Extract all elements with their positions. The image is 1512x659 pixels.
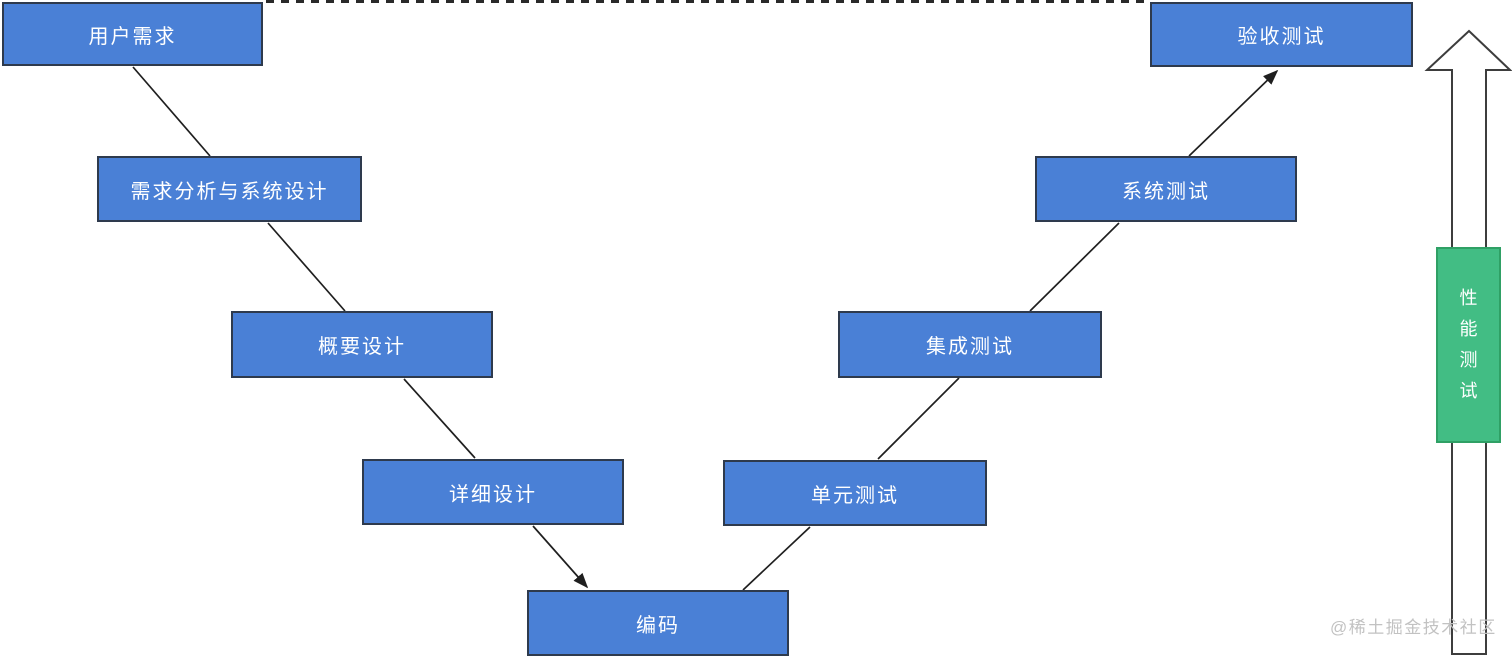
node-label: 集成测试	[926, 336, 1014, 358]
connector-hld-to-dd	[403, 378, 476, 459]
connector-dd-to-coding	[532, 525, 589, 589]
node-label: 概要设计	[318, 336, 406, 358]
connector-user-req-to-analysis	[132, 66, 211, 157]
node-unit-testing: 单元测试	[723, 460, 987, 526]
node-acceptance-testing: 验收测试	[1150, 2, 1413, 67]
connector-integration-to-system	[1029, 222, 1120, 312]
node-label: 单元测试	[811, 484, 899, 507]
node-requirements-analysis-system-design: 需求分析与系统设计	[97, 156, 362, 222]
node-label: 需求分析与系统设计	[130, 180, 329, 203]
node-coding: 编码	[527, 590, 789, 656]
node-performance-testing: 性能测试	[1436, 247, 1501, 443]
node-integration-testing: 集成测试	[838, 311, 1102, 378]
connector-system-to-acceptance	[1188, 69, 1279, 157]
node-label: 编码	[636, 614, 680, 637]
connector-unit-to-integration	[877, 377, 960, 460]
node-label: 性能测试	[1459, 288, 1478, 401]
node-high-level-design: 概要设计	[231, 311, 493, 378]
node-label: 用户需求	[88, 25, 177, 48]
top-dashed-line	[266, 0, 1148, 3]
node-detailed-design: 详细设计	[362, 459, 624, 525]
connector-analysis-to-hld	[267, 222, 346, 312]
node-user-requirements: 用户需求	[2, 2, 263, 66]
watermark-text: @稀土掘金技术社区	[1330, 618, 1497, 637]
node-system-testing: 系统测试	[1035, 156, 1297, 222]
node-label: 详细设计	[449, 483, 537, 506]
connector-coding-to-unit	[742, 526, 811, 591]
node-label: 验收测试	[1237, 26, 1326, 48]
node-label: 系统测试	[1122, 180, 1210, 203]
